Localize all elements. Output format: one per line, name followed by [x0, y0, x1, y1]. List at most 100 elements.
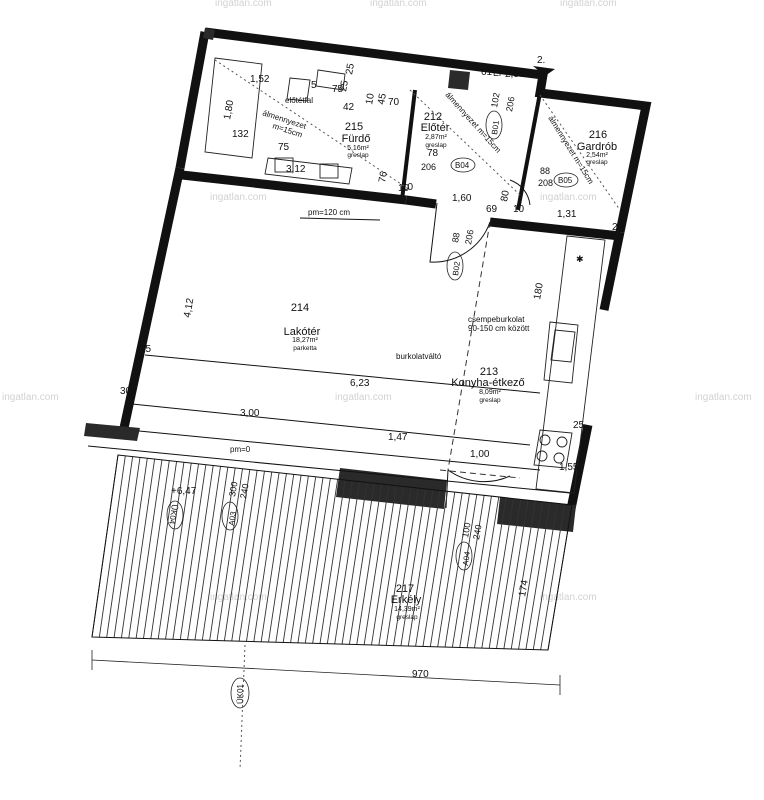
door-tag-label: ÜK01 [236, 683, 245, 704]
ceiling-line [539, 94, 621, 211]
dim: 10 [402, 182, 414, 193]
balcony-edge [138, 430, 541, 471]
kitchen-counter: ✱ [533, 235, 606, 494]
deck-slat [481, 497, 507, 649]
room-floor: greslap [586, 159, 608, 166]
door-tag-label: A04 [461, 550, 472, 566]
deck-slat [179, 464, 207, 640]
balcony-door-swing [447, 469, 511, 483]
note-tile: csempeburkolat [468, 315, 525, 324]
basin [274, 157, 294, 173]
dim: 206 [504, 96, 516, 113]
note-tile-range: 90-150 cm között [468, 324, 530, 333]
deck-slat [135, 459, 163, 639]
door-tag-label: B05 [558, 176, 573, 185]
deck-slat [290, 476, 317, 643]
deck-slat [459, 495, 485, 648]
door-tag-label: B02 [451, 260, 462, 276]
dim-970: 970 [412, 669, 429, 680]
deck-slat [143, 460, 170, 639]
note-floor-change: burkolatváltó [396, 352, 442, 361]
note-eloteret: előtétfal [285, 96, 313, 105]
deck-slat [451, 494, 478, 648]
dim: 100 [460, 522, 472, 539]
ceiling-line [214, 59, 411, 191]
watermark: ingatlan.com [210, 192, 267, 203]
deck-slat [238, 471, 265, 642]
deck-slat [106, 456, 134, 638]
entry-south-wall [405, 195, 437, 209]
deck-slat [319, 479, 346, 644]
room-name: Konyha-étkező [451, 377, 524, 389]
living-west-wall [119, 167, 185, 429]
deck-slat [246, 471, 273, 642]
room-area: 5,16m² [347, 145, 369, 152]
deck-slat [172, 463, 199, 640]
room-number: 212 [424, 111, 442, 123]
section-marker: 2. +6,47 [171, 55, 555, 497]
deck-slat [532, 503, 558, 650]
room-name: Erkély [391, 594, 422, 606]
dim: 3,00 [240, 408, 260, 419]
deck-slat [429, 492, 456, 647]
door-swing [429, 202, 491, 263]
dim: 10 [398, 183, 410, 194]
room-number: 217 [396, 583, 414, 595]
watermark: ingatlan.com [335, 392, 392, 403]
deck-slat [268, 474, 295, 643]
dim: 1,80 [222, 99, 236, 121]
room-furdo: 215 Fürdő 5,16m² greslap [342, 121, 371, 159]
bottom-dimension: 970 [91, 644, 561, 771]
dim: 25 [573, 420, 585, 431]
sink-bowl [550, 329, 576, 363]
door-tags: B01 B02 B04 B05 A03 A04 ÜK04 ÜK01 [166, 110, 579, 709]
fridge-mark: ✱ [576, 254, 584, 264]
bath-entry-partition [400, 89, 417, 201]
dim: 70 [388, 97, 400, 108]
room-konyha: 213 Konyha-étkező 8,09m² greslap [451, 366, 524, 404]
dim: 174 [517, 579, 531, 598]
dim: 2,30 [505, 69, 525, 80]
door-tag [446, 251, 464, 281]
shaft [448, 70, 470, 90]
burner [556, 436, 568, 448]
deck-slat [216, 468, 243, 641]
dim: 45 [376, 92, 389, 105]
door-tag-label: A03 [227, 510, 238, 526]
room-gardrob: 216 Gardrób 2,54m² greslap [577, 129, 617, 166]
dim: 75 [332, 84, 344, 95]
room-lakoter: 214 Lakótér 18,27m² parketta [284, 302, 321, 352]
level-mark: +6,47 [171, 486, 197, 497]
corner [203, 28, 215, 40]
room-number: 213 [480, 366, 498, 378]
dim: 1,31 [557, 209, 577, 220]
balcony-outline [91, 454, 573, 651]
door-tag [230, 677, 250, 709]
room-eloter: 212 Előtér 2,87m² greslap [421, 111, 450, 149]
dim: 75 [278, 142, 290, 153]
deck-slat [326, 480, 353, 644]
kitchen-east-wall-upper [599, 231, 625, 311]
dim: 4,12 [182, 297, 196, 319]
deck-slat [393, 487, 419, 646]
door-swing [509, 179, 531, 206]
room-name: Gardrób [577, 141, 617, 153]
room-area: 18,27m² [292, 337, 318, 344]
deck-slat [253, 472, 280, 642]
deck-slat [356, 483, 383, 645]
dim: 300 [227, 481, 239, 498]
dim: 88 [540, 166, 550, 176]
basin [319, 163, 339, 179]
watermark: ingatlan.com [2, 392, 59, 403]
dim: 25 [612, 222, 624, 233]
room-labels: 214 Lakótér 18,27m² parketta 215 Fürdő 5… [284, 111, 618, 621]
dim: 1,60 [452, 193, 472, 204]
wall-block [84, 423, 140, 441]
burner [539, 434, 551, 446]
deck-slat [304, 478, 331, 644]
room-floor: parketta [293, 345, 317, 352]
note-pm120: pm=120 cm [308, 208, 350, 217]
room-name: Előtér [421, 122, 450, 134]
deck-slat [312, 479, 339, 644]
door-leaf [445, 469, 449, 509]
